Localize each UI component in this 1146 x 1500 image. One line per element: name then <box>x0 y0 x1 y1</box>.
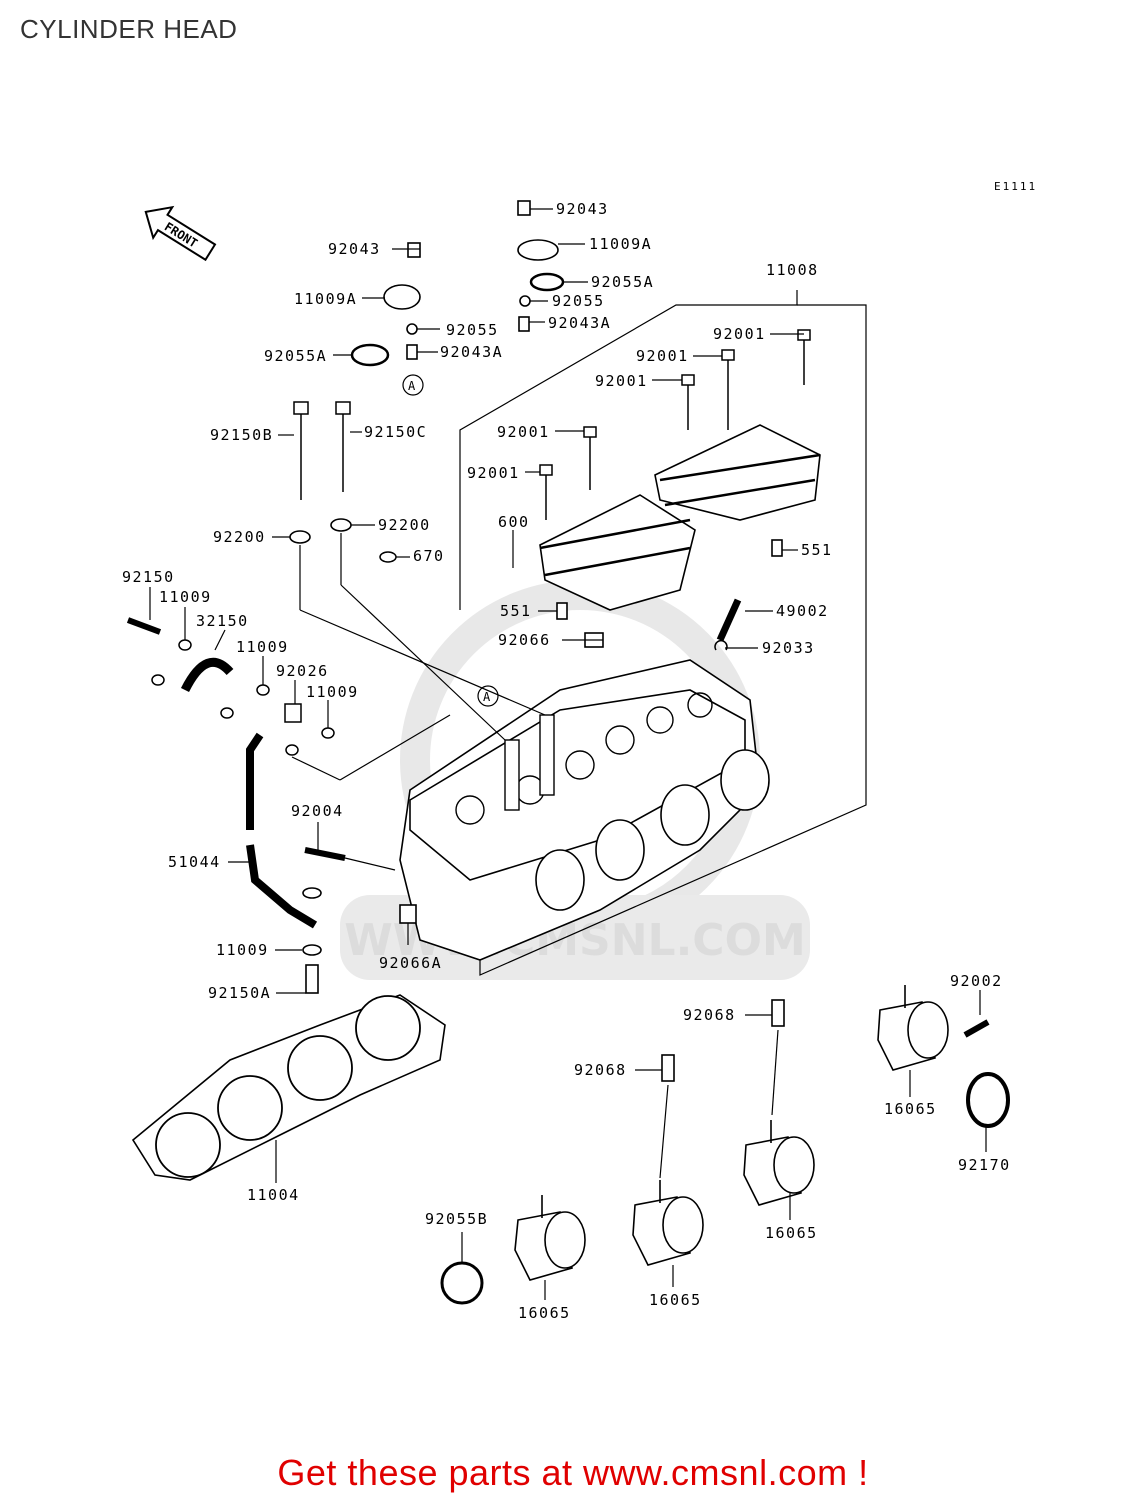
oil-fitting-center <box>517 200 565 332</box>
part-label: 551 <box>801 541 833 559</box>
part-label: 92055A <box>264 347 327 365</box>
callout-a-top: A <box>408 379 416 393</box>
part-label: 92068 <box>574 1061 627 1079</box>
part-label: 92001 <box>467 464 520 482</box>
part-label: 600 <box>498 513 530 531</box>
clip-92033 <box>714 640 728 651</box>
part-label: 92026 <box>276 662 329 680</box>
footer-link[interactable]: Get these parts at www.cmsnl.com ! <box>277 1452 869 1493</box>
part-label: 551 <box>500 602 532 620</box>
washer-92200-left <box>289 530 311 544</box>
part-label: 92043 <box>328 240 381 258</box>
assembly-bracket <box>459 290 867 976</box>
oring-92055B <box>440 1261 484 1305</box>
part-label: 92150A <box>208 984 271 1002</box>
part-label: 92200 <box>378 516 431 534</box>
part-label: 11008 <box>766 261 819 279</box>
screw-92002 <box>963 1019 990 1038</box>
part-label: 92002 <box>950 972 1003 990</box>
part-label: 11009 <box>236 638 289 656</box>
bolt-92001-group <box>539 329 811 520</box>
part-49002 <box>716 598 742 642</box>
part-label: 92150C <box>364 423 427 441</box>
part-labels: 92043 11009A 92055A 92055 92043A 11008 9… <box>122 200 1011 1322</box>
diagram-code: E1111 <box>994 180 1037 193</box>
camshaft-cap-rear <box>654 424 821 521</box>
part-label: 92043 <box>556 200 609 218</box>
holder-16065-d <box>877 985 949 1071</box>
page-title: CYLINDER HEAD <box>20 14 238 44</box>
pin-551-upper <box>771 539 783 557</box>
part-label: 92150 <box>122 568 175 586</box>
part-label: 92055A <box>591 273 654 291</box>
part-label: 32150 <box>196 612 249 630</box>
part-label: 92001 <box>595 372 648 390</box>
part-label: 11009 <box>306 683 359 701</box>
part-label: 11009 <box>159 588 212 606</box>
leader-lines <box>149 208 987 1300</box>
front-arrow-icon: FRONT <box>144 205 217 262</box>
part-label: 92068 <box>683 1006 736 1024</box>
part-label: 16065 <box>518 1304 571 1322</box>
part-label: 92055 <box>446 321 499 339</box>
oil-fitting-left: A <box>350 242 424 396</box>
part-label: 92043A <box>548 314 611 332</box>
holder-16065-b <box>632 1180 704 1266</box>
cylinder-head-block: A <box>399 659 770 961</box>
pin-551-lower <box>556 602 568 620</box>
holder-16065-a <box>514 1195 586 1281</box>
part-label: 92150B <box>210 426 273 444</box>
part-label: 49002 <box>776 602 829 620</box>
part-label: 92001 <box>636 347 689 365</box>
cap-92068-upper <box>771 999 785 1027</box>
part-label: 92066 <box>498 631 551 649</box>
part-label: 92001 <box>713 325 766 343</box>
part-label: 16065 <box>884 1100 937 1118</box>
part-label: 670 <box>413 547 445 565</box>
part-label: 92001 <box>497 423 550 441</box>
washer-92200-right <box>330 518 352 532</box>
part-label: 16065 <box>649 1291 702 1309</box>
part-label: 92055 <box>552 292 605 310</box>
camshaft-cap-front <box>539 494 696 611</box>
part-label: 92004 <box>291 802 344 820</box>
part-label: 92043A <box>440 343 503 361</box>
part-label: 11009A <box>294 290 357 308</box>
oil-pipe-51044 <box>246 732 322 994</box>
head-gasket-11004 <box>131 994 446 1181</box>
long-bolts <box>293 401 351 500</box>
part-label: 92200 <box>213 528 266 546</box>
oil-pipe-left <box>126 617 335 756</box>
callout-a-block: A <box>483 690 491 704</box>
plug-92066A <box>399 904 417 924</box>
part-label: 92055B <box>425 1210 488 1228</box>
part-label: 11004 <box>247 1186 300 1204</box>
ring-670 <box>379 551 397 563</box>
part-label: 92170 <box>958 1156 1011 1174</box>
stud-92004 <box>304 847 346 861</box>
part-label: 51044 <box>168 853 221 871</box>
part-label: 92033 <box>762 639 815 657</box>
part-label: 11009A <box>589 235 652 253</box>
clamp-92170 <box>966 1072 1010 1128</box>
part-label: 16065 <box>765 1224 818 1242</box>
holder-16065-c <box>743 1120 815 1206</box>
part-label: 11009 <box>216 941 269 959</box>
cap-92068-lower <box>661 1054 675 1082</box>
part-label: 92066A <box>379 954 442 972</box>
